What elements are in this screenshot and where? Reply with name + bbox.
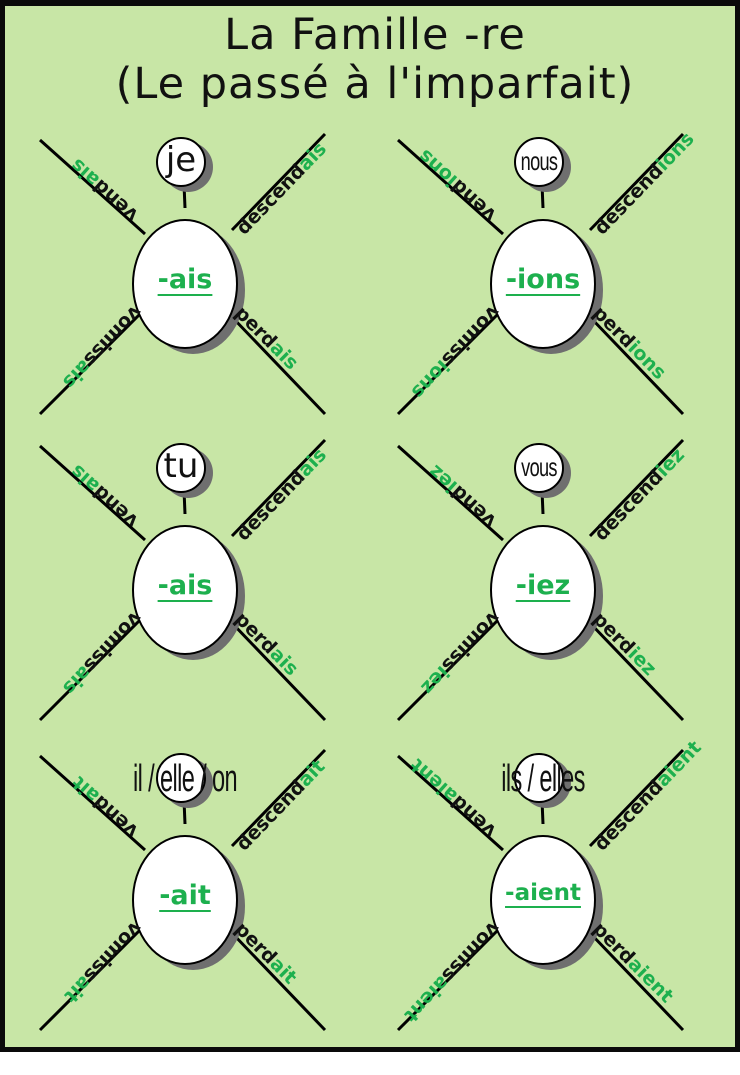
- pronoun-bubble: [156, 753, 206, 803]
- ending-label: -ais: [157, 264, 213, 295]
- conjugation-spider: il / elle / on -ait descendait perdait v…: [0, 728, 370, 1038]
- conjugation-spider: ils / elles -aient descendaient perdaien…: [358, 728, 728, 1038]
- pronoun-label: vous: [521, 452, 557, 482]
- leg-upper-left: [38, 138, 147, 236]
- leg-lower-right: [588, 315, 685, 416]
- ending-bubble: [132, 835, 238, 965]
- leg-lower-right: [588, 931, 685, 1032]
- leg-lower-left: [396, 618, 500, 722]
- pronoun-bubble: [514, 137, 564, 187]
- pronoun-label: ils / elles: [501, 758, 585, 800]
- pronoun-label: je: [165, 140, 197, 180]
- leg-lower-left: [38, 618, 142, 722]
- ending-bubble: [132, 219, 238, 349]
- leg-lower-left: [396, 928, 500, 1032]
- leg-upper-right: [230, 132, 327, 232]
- leg-upper-left: [396, 444, 505, 542]
- spider-diagram-lines: [38, 438, 327, 722]
- ending-bubble: [490, 219, 596, 349]
- pronoun-bubble: [514, 443, 564, 493]
- pronoun-label: il / elle / on: [133, 758, 238, 800]
- leg-lower-right: [230, 931, 327, 1032]
- leg-lower-left: [38, 312, 142, 416]
- leg-lower-right: [230, 621, 327, 722]
- conjugation-poster: La Famille -re (Le passé à l'imparfait): [0, 0, 740, 1052]
- pronoun-label: tu: [163, 446, 199, 486]
- leg-upper-right: [230, 748, 327, 848]
- leg-upper-left: [396, 754, 505, 852]
- leg-lower-right: [588, 621, 685, 722]
- leg-upper-right: [588, 132, 685, 232]
- spider-diagram-lines: [396, 132, 685, 416]
- leg-upper-left: [38, 444, 147, 542]
- ending-label: -ait: [159, 880, 211, 911]
- spider-diagram-lines: [38, 132, 327, 416]
- pronoun-bubble: [514, 753, 564, 803]
- conjugation-spider: vous -iez descendiez perdiez vendiez vom…: [358, 418, 728, 728]
- leg-upper-right: [230, 438, 327, 538]
- ending-label: -aient: [505, 880, 581, 906]
- ending-label: -iez: [515, 570, 571, 601]
- ending-label: -ais: [157, 570, 213, 601]
- ending-bubble: [490, 525, 596, 655]
- ending-bubble: [132, 525, 238, 655]
- leg-upper-right: [588, 438, 685, 538]
- leg-upper-left: [396, 138, 505, 236]
- ending-label: -ions: [505, 264, 581, 295]
- pronoun-bubble: [156, 443, 206, 493]
- conjugation-spider: nous -ions descendions perdions vendions…: [358, 112, 728, 422]
- conjugation-spider: tu -ais descendais perdais vendais vomis…: [0, 418, 370, 728]
- conjugation-spider: je -ais descendais perdais vendais vomis…: [0, 112, 370, 422]
- page-title: La Famille -re: [224, 10, 526, 60]
- leg-upper-right: [588, 748, 685, 848]
- spider-diagram-lines: [38, 748, 327, 1032]
- leg-lower-right: [230, 315, 327, 416]
- spider-diagram-lines: [396, 748, 685, 1032]
- page-subtitle: (Le passé à l'imparfait): [115, 59, 635, 109]
- leg-lower-left: [38, 928, 142, 1032]
- pronoun-label: nous: [520, 146, 558, 176]
- ending-bubble: [490, 835, 596, 965]
- leg-upper-left: [38, 754, 147, 852]
- pronoun-bubble: [156, 137, 206, 187]
- spider-diagram-lines: [396, 438, 685, 722]
- leg-lower-left: [396, 312, 500, 416]
